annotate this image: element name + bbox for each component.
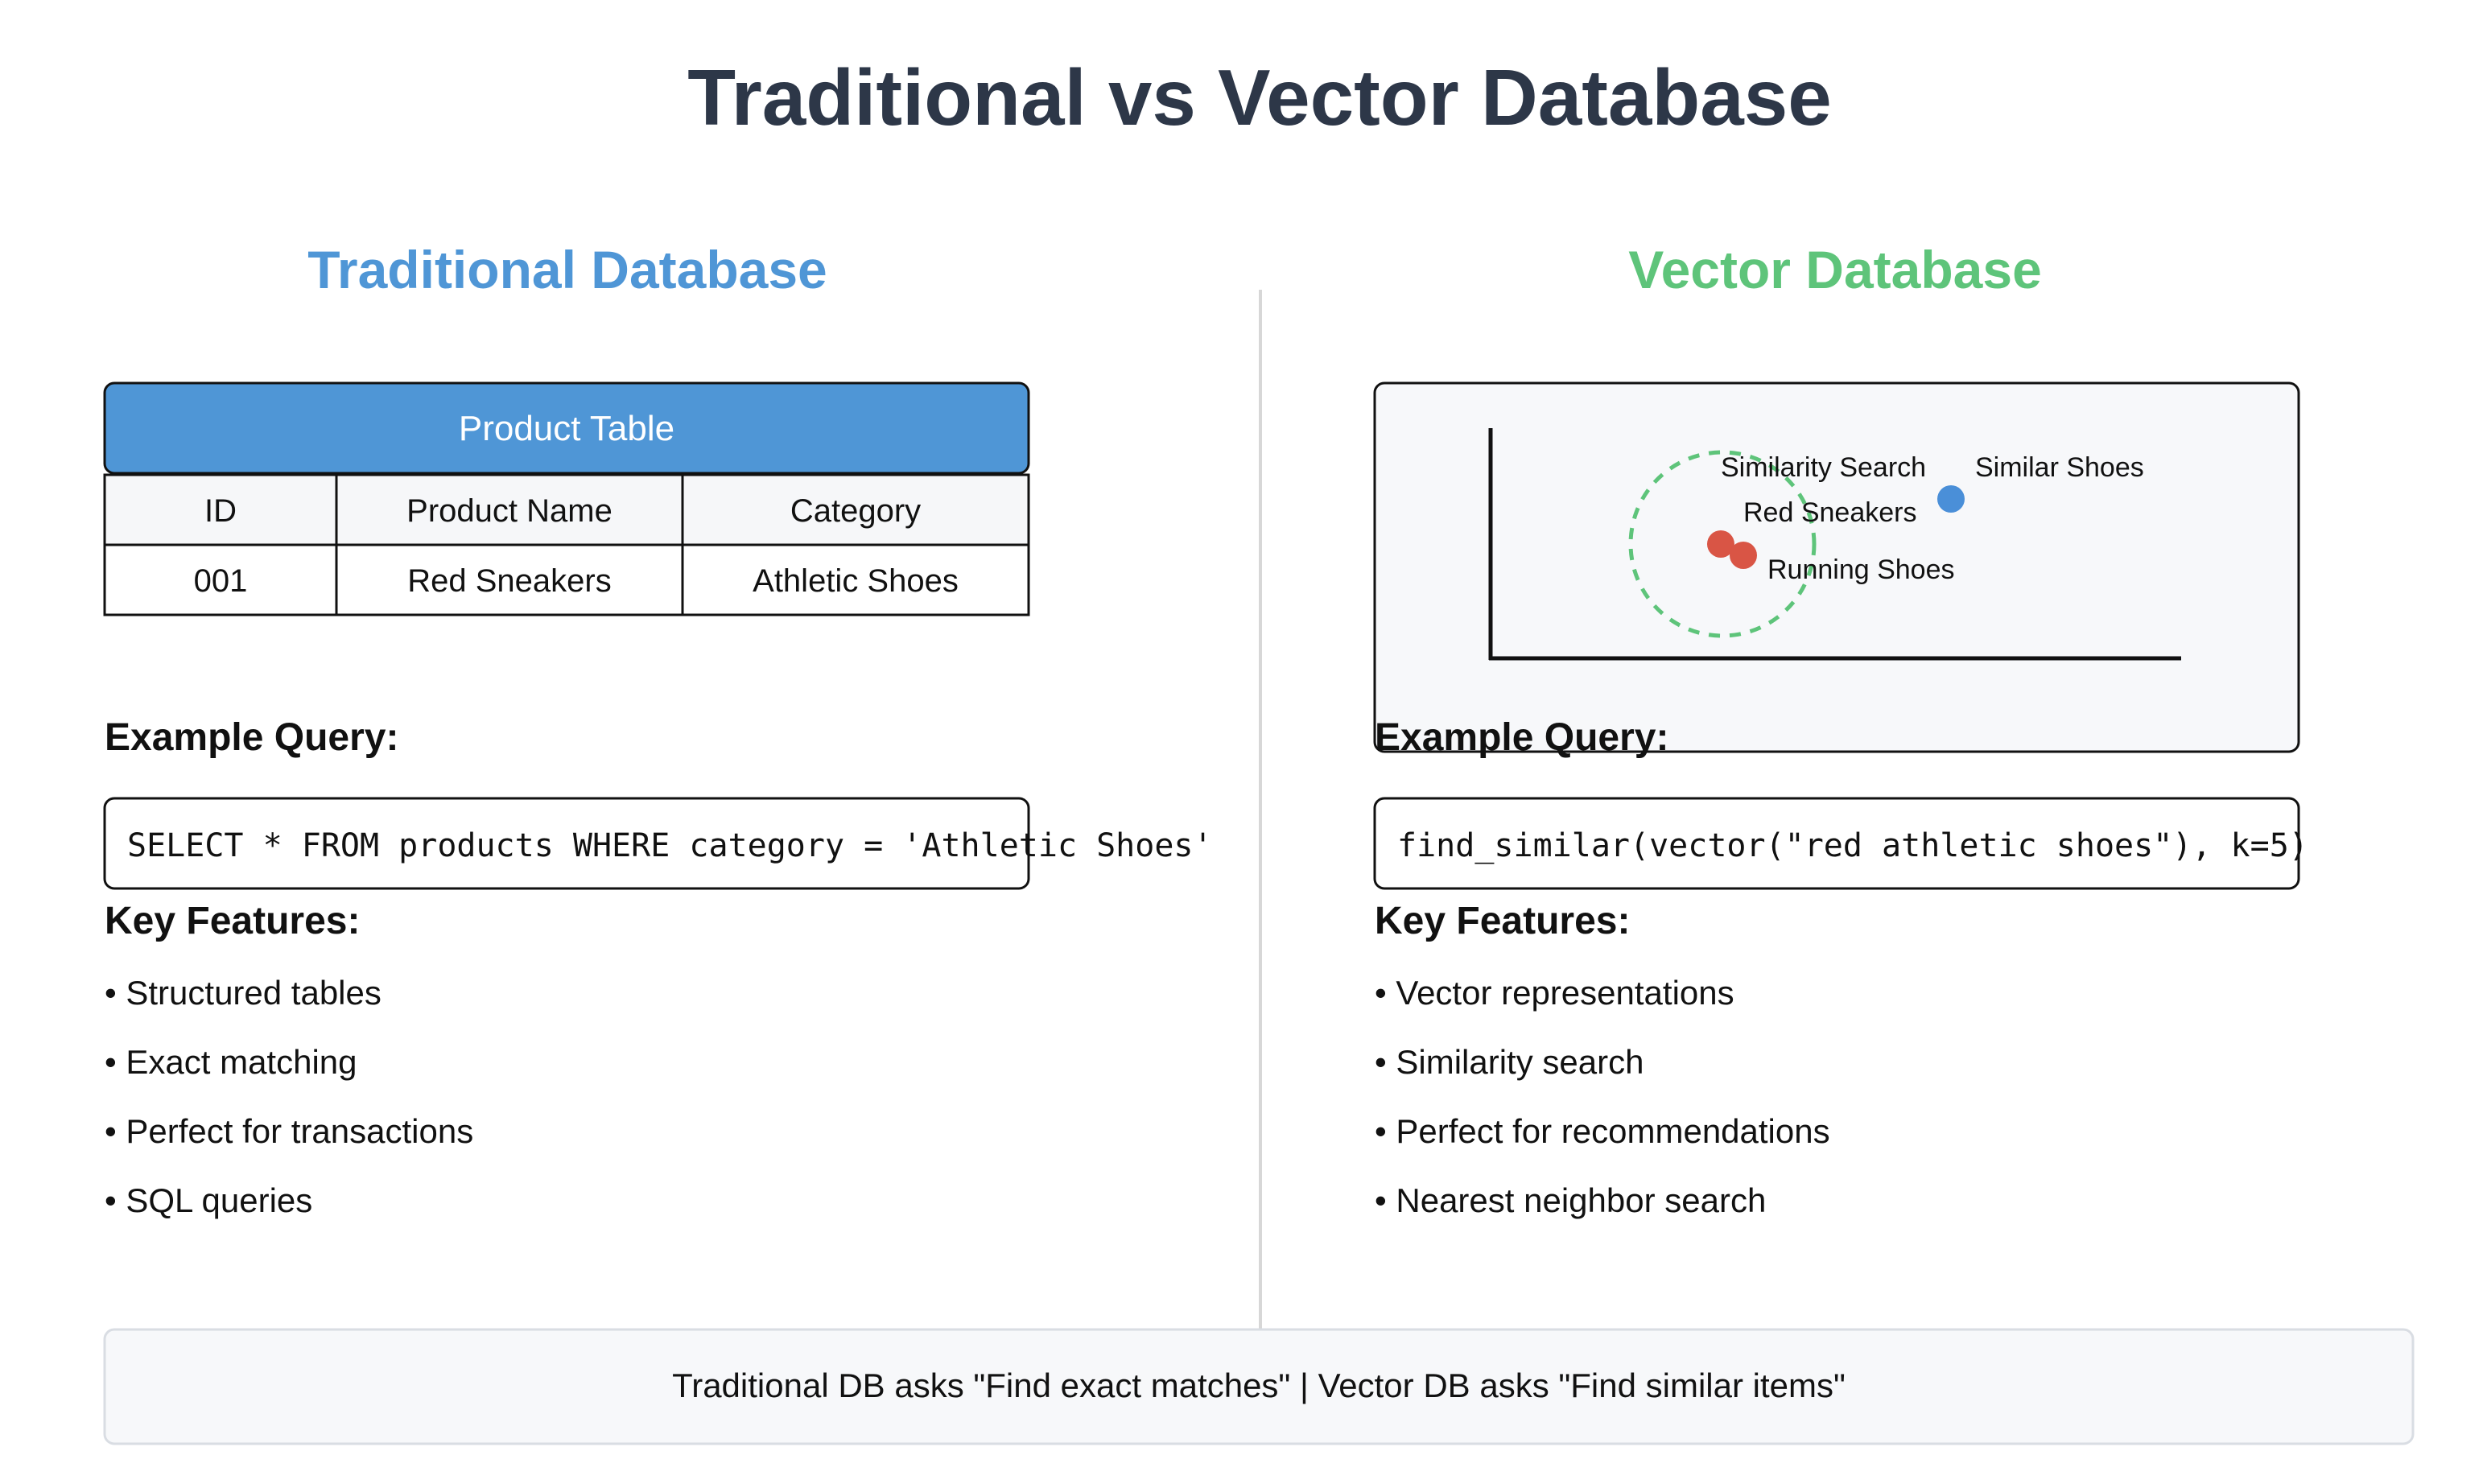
page-title: Traditional vs Vector Database [687,53,1832,142]
similarity-search-label: Similarity Search [1721,452,1926,483]
product-table-title: Product Table [459,409,674,448]
traditional-query-code: SELECT * FROM products WHERE category = … [127,827,1213,864]
table-header-product-name: Product Name [406,493,612,529]
vector-feature-item: • Similarity search [1375,1043,1644,1081]
vector-column: Vector Database Similarity Search Simila… [1373,240,2308,1219]
vector-point-similar-shoes [1937,485,1965,513]
traditional-heading: Traditional Database [307,240,827,299]
vector-feature-item: • Vector representations [1375,974,1734,1012]
traditional-feature-item: • Perfect for transactions [105,1112,473,1150]
table-row [103,543,1030,616]
vector-point-red-sneakers [1707,530,1734,558]
vector-space-panel: Similarity Search Similar Shoes Red Snea… [1373,381,2300,753]
vector-heading: Vector Database [1628,240,2042,299]
traditional-features-label: Key Features: [105,900,360,942]
table-cell-product-name: Red Sneakers [407,563,611,599]
vector-point-running-shoes [1730,542,1757,569]
vector-feature-item: • Perfect for recommendations [1375,1112,1830,1150]
similar-shoes-label: Similar Shoes [1975,452,2144,483]
vector-feature-item: • Nearest neighbor search [1375,1181,1766,1219]
table-cell-id: 001 [194,563,248,599]
traditional-query-label: Example Query: [105,716,398,759]
table-header-category: Category [790,493,921,529]
traditional-feature-item: • Exact matching [105,1043,357,1081]
product-table-header-bar [103,381,1030,475]
product-table: Product Table ID Product Name Category 0… [103,381,1030,616]
table-cell-category: Athletic Shoes [753,563,959,599]
traditional-feature-item: • SQL queries [105,1181,312,1219]
footer-summary-text: Traditional DB asks "Find exact matches"… [672,1367,1846,1404]
traditional-feature-item: • Structured tables [105,974,382,1012]
table-header-id: ID [204,493,237,529]
vector-query-box [1373,797,2300,890]
vector-query-label: Example Query: [1375,716,1668,759]
red-sneakers-label: Red Sneakers [1743,497,1916,528]
vector-query-code: find_similar(vector("red athletic shoes"… [1397,827,2308,864]
traditional-query-box [103,797,1030,890]
similarity-radius-circle [1628,450,1817,638]
vector-features-label: Key Features: [1375,900,1630,942]
footer-summary-box [103,1328,2415,1445]
running-shoes-label: Running Shoes [1767,554,1955,585]
traditional-column: Traditional Database Product Table ID Pr… [103,240,1213,1219]
